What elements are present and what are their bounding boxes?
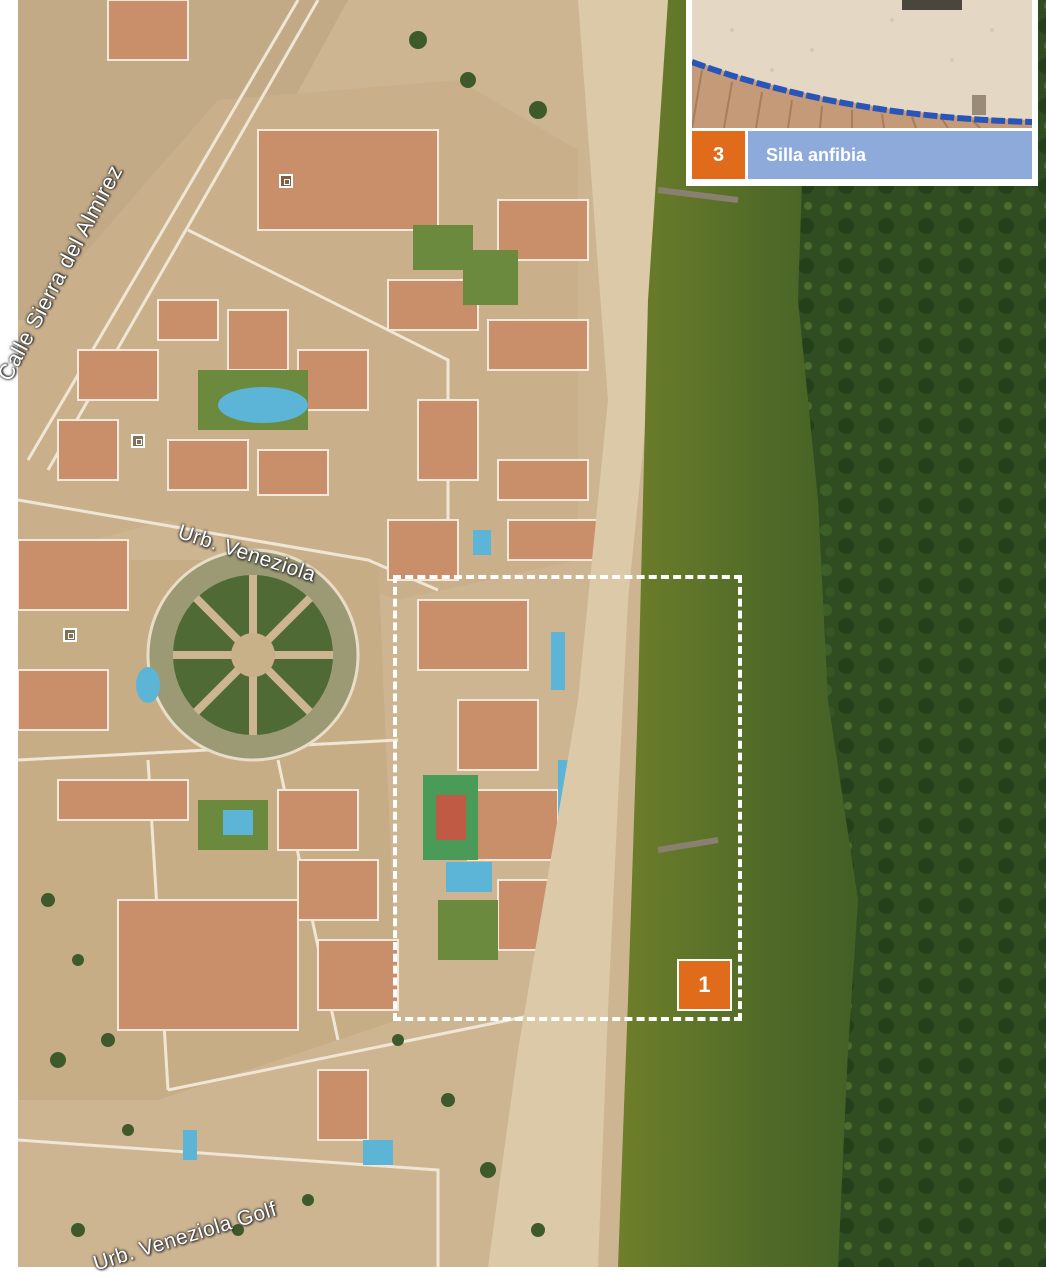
point-of-interest-icon[interactable] <box>279 174 293 188</box>
card-number-badge: 3 <box>692 131 745 179</box>
zone-number-badge[interactable]: 1 <box>677 959 732 1011</box>
map-imagery <box>18 0 1046 1267</box>
beach-zone-outline <box>393 575 742 1021</box>
beach <box>488 0 678 1267</box>
card-title: Silla anfibia <box>748 131 1032 179</box>
lagoon-seagrass <box>798 0 1046 1267</box>
lawns <box>198 225 518 960</box>
amphibious-chair-photo <box>692 0 1032 128</box>
point-of-interest-icon[interactable] <box>63 628 77 642</box>
dune-vegetation <box>41 31 547 1237</box>
point-of-interest-icon[interactable] <box>131 434 145 448</box>
satellite-map[interactable] <box>18 0 1046 1267</box>
amphibious-chair-card[interactable]: 3 Silla anfibia <box>686 0 1038 186</box>
jetties <box>657 187 739 853</box>
